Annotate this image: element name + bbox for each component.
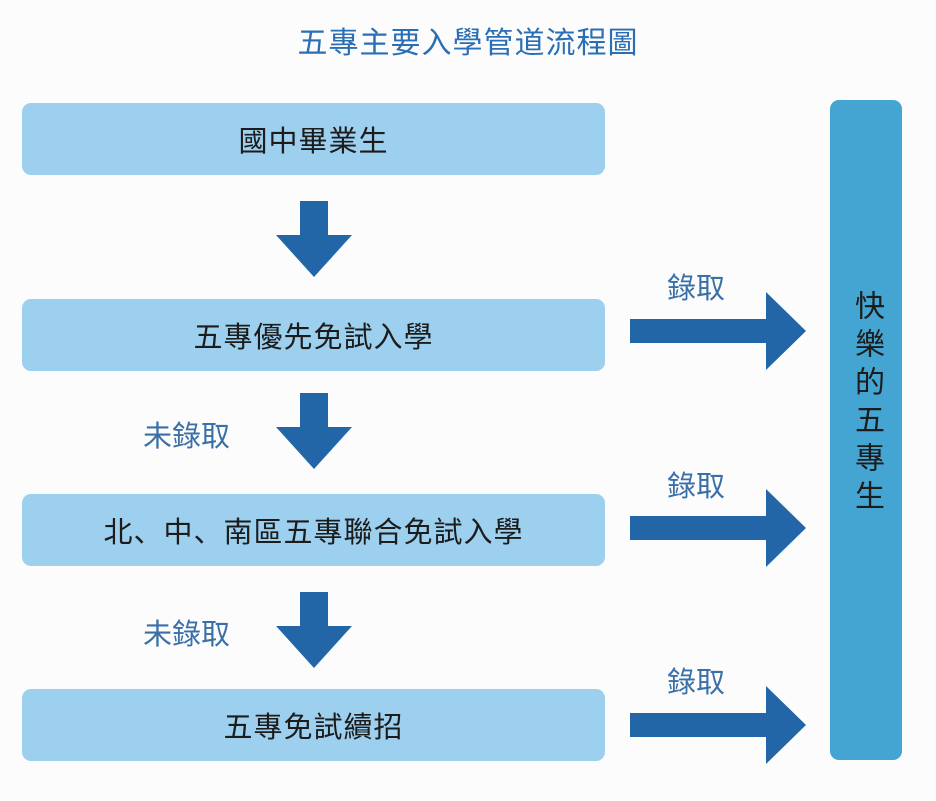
step-box-continued-admission: 五專免試續招 — [22, 689, 605, 761]
arrow-right-icon — [630, 489, 806, 567]
step-box-joint-admission: 北、中、南區五專聯合免試入學 — [22, 494, 605, 566]
outcome-label: 快樂的五專生 — [849, 290, 884, 518]
diagram-title: 五專主要入學管道流程圖 — [297, 26, 639, 61]
admitted-label: 錄取 — [667, 469, 726, 503]
outcome-box: 快樂的五專生 — [830, 100, 902, 760]
step-label: 五專免試續招 — [223, 710, 404, 744]
arrow-down-icon — [276, 201, 352, 277]
step-box-priority-admission: 五專優先免試入學 — [22, 299, 605, 371]
arrow-right-icon — [630, 292, 806, 370]
arrow-right-icon — [630, 686, 806, 764]
admitted-label: 錄取 — [667, 665, 726, 699]
step-box-junior-high-graduate: 國中畢業生 — [22, 103, 605, 175]
step-label: 國中畢業生 — [238, 124, 389, 158]
arrow-down-icon — [276, 592, 352, 668]
admitted-label: 錄取 — [667, 271, 726, 305]
step-label: 北、中、南區五專聯合免試入學 — [103, 515, 524, 549]
not-admitted-label: 未錄取 — [143, 419, 231, 453]
step-label: 五專優先免試入學 — [193, 320, 434, 354]
not-admitted-label: 未錄取 — [143, 617, 231, 651]
arrow-down-icon — [276, 393, 352, 469]
